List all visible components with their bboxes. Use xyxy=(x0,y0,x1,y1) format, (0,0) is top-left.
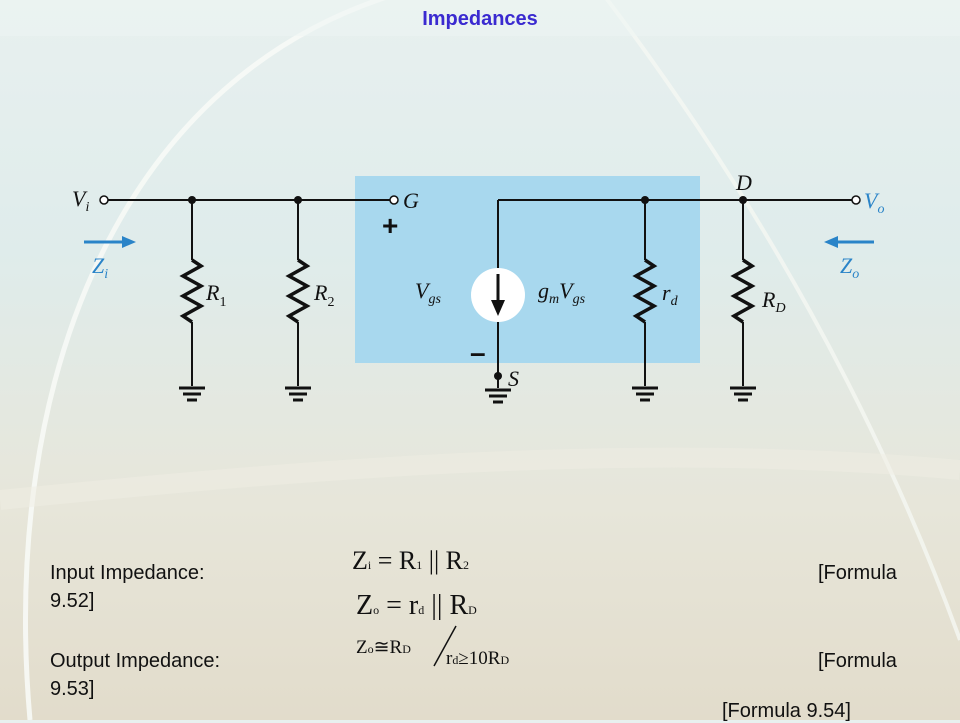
vo-label: Vo xyxy=(864,188,884,217)
zi-label: Zi xyxy=(92,253,108,282)
RD-label: RD xyxy=(761,287,786,316)
zo-condition: rd≥10RD xyxy=(446,648,510,669)
gate-terminal xyxy=(389,195,399,205)
zo-formula: Zo = rd || RD xyxy=(356,590,477,621)
output-formula-ref-b: 9.53] xyxy=(50,678,95,700)
source-label: S xyxy=(508,366,519,391)
source-ground xyxy=(485,376,511,404)
third-formula-ref: [Formula 9.54] xyxy=(722,700,851,722)
slide-title: Impedances xyxy=(422,8,538,30)
input-impedance-label: Input Impedance: xyxy=(50,562,205,584)
condition-slash xyxy=(433,625,457,667)
jfet-small-signal-circuit: Vi G D S Vgs gmVgs R1 R2 rd RD Vo Zi Zo … xyxy=(72,170,884,404)
minus-sign: – xyxy=(470,337,486,368)
rd-resistor xyxy=(632,200,658,402)
vi-label: Vi xyxy=(72,186,89,215)
vi-terminal xyxy=(99,195,109,205)
rd-label: rd xyxy=(662,280,679,309)
current-source xyxy=(471,268,525,322)
zo-label: Zo xyxy=(840,253,859,282)
gm-vgs-label: gmVgs xyxy=(538,278,586,307)
zi-arrow-icon xyxy=(84,236,136,248)
output-impedance-label: Output Impedance: xyxy=(50,650,221,672)
zi-formula: Zi = R1 || R2 xyxy=(352,546,470,575)
RD-resistor xyxy=(730,200,756,402)
plus-sign: + xyxy=(382,210,398,241)
gate-label: G xyxy=(403,188,419,213)
jfet-model-box xyxy=(355,176,700,363)
vgs-label: Vgs xyxy=(415,278,441,307)
r2-label: R2 xyxy=(313,280,334,310)
output-formula-ref-a: [Formula xyxy=(818,650,897,672)
input-formula-ref-a: [Formula xyxy=(818,562,897,584)
drain-label: D xyxy=(735,170,752,195)
vo-terminal xyxy=(851,195,861,205)
r2-resistor xyxy=(285,200,311,402)
zo-approx-formula: Zo≅RD xyxy=(356,637,411,658)
zo-arrow-icon xyxy=(824,236,874,248)
r1-label: R1 xyxy=(205,280,226,310)
input-formula-ref-b: 9.52] xyxy=(50,590,95,612)
r1-resistor xyxy=(179,200,205,402)
